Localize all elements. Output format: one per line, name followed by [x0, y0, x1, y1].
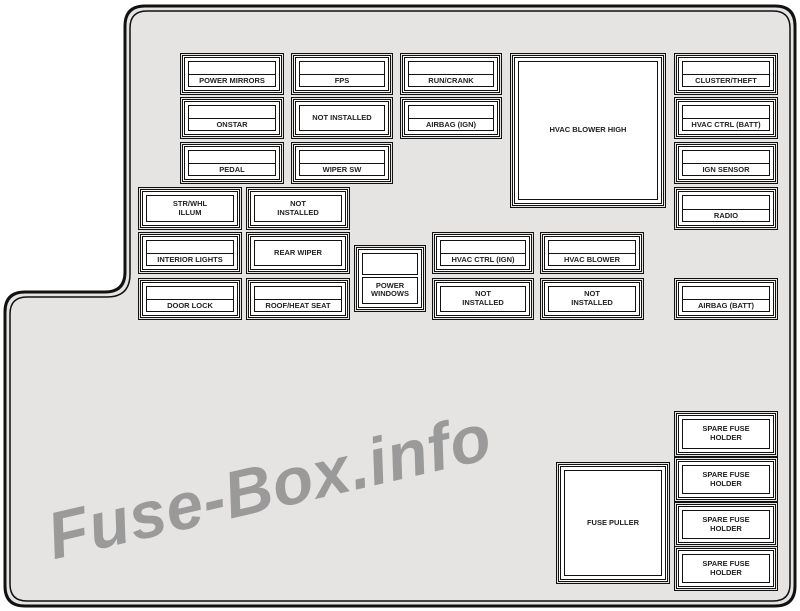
fuse-label: POWER WINDOWS	[362, 276, 418, 304]
fuse-label: DOOR LOCK	[146, 299, 234, 312]
fuse-label: REAR WIPER	[254, 240, 342, 266]
fuse-label: HVAC BLOWER	[548, 253, 636, 266]
fuse-label: AIRBAG (BATT)	[682, 299, 770, 312]
fuse-slot	[682, 195, 770, 210]
fuse-label: NOT INSTALLED	[299, 105, 385, 131]
fuse: SPARE FUSE HOLDER	[674, 546, 778, 591]
fuse-label: HVAC BLOWER HIGH	[518, 61, 658, 200]
fuse-label: NOT INSTALLED	[440, 286, 526, 312]
fuse-label: CLUSTER/THEFT	[682, 74, 770, 87]
fuse: AIRBAG (IGN)	[400, 97, 502, 139]
fuse-label: SPARE FUSE HOLDER	[682, 554, 770, 583]
fuse: HVAC BLOWER HIGH	[510, 53, 666, 208]
fuse: IGN SENSOR	[674, 142, 778, 184]
fuse-label: SPARE FUSE HOLDER	[682, 465, 770, 494]
fuse: HVAC BLOWER	[540, 232, 644, 274]
fuse: POWER WINDOWS	[354, 245, 426, 312]
fuse: STR/WHL ILLUM	[138, 187, 242, 230]
fuse-label: PEDAL	[188, 163, 276, 176]
fuse: NOT INSTALLED	[246, 187, 350, 230]
fuse-label: FUSE PULLER	[564, 470, 662, 576]
fuse-label: SPARE FUSE HOLDER	[682, 419, 770, 449]
fuse-label: AIRBAG (IGN)	[408, 118, 494, 131]
fuse: RADIO	[674, 187, 778, 230]
fuse-label: HVAC CTRL (BATT)	[682, 118, 770, 131]
fuse: NOT INSTALLED	[291, 97, 393, 139]
fuse: INTERIOR LIGHTS	[138, 232, 242, 274]
fuse-label: HVAC CTRL (IGN)	[440, 253, 526, 266]
fuse-label: NOT INSTALLED	[548, 286, 636, 312]
fuse: PEDAL	[180, 142, 284, 184]
fuse: REAR WIPER	[246, 232, 350, 274]
fuse: FUSE PULLER	[556, 462, 670, 584]
fuse: POWER MIRRORS	[180, 53, 284, 95]
fuse-label: SPARE FUSE HOLDER	[682, 510, 770, 539]
fuse: NOT INSTALLED	[540, 278, 644, 320]
fuse: SPARE FUSE HOLDER	[674, 411, 778, 457]
fuse: FPS	[291, 53, 393, 95]
fuse: CLUSTER/THEFT	[674, 53, 778, 95]
fuse-label: STR/WHL ILLUM	[146, 195, 234, 222]
fuse: SPARE FUSE HOLDER	[674, 457, 778, 502]
fuse: ONSTAR	[180, 97, 284, 139]
fuse: RUN/CRANK	[400, 53, 502, 95]
fuse-label: RADIO	[682, 208, 770, 222]
fuse-label: ROOF/HEAT SEAT	[254, 299, 342, 312]
fuse: NOT INSTALLED	[432, 278, 534, 320]
fuse-label: NOT INSTALLED	[254, 195, 342, 222]
fuse-label: ONSTAR	[188, 118, 276, 131]
fuse: HVAC CTRL (BATT)	[674, 97, 778, 139]
fuse: HVAC CTRL (IGN)	[432, 232, 534, 274]
fuse-label: IGN SENSOR	[682, 163, 770, 176]
fuse-label: POWER MIRRORS	[188, 74, 276, 87]
fuse: SPARE FUSE HOLDER	[674, 502, 778, 547]
fuse: WIPER SW	[291, 142, 393, 184]
fuse-label: WIPER SW	[299, 163, 385, 176]
fuse: AIRBAG (BATT)	[674, 278, 778, 320]
fuse-slot	[362, 253, 418, 275]
fuse: ROOF/HEAT SEAT	[246, 278, 350, 320]
fuse: DOOR LOCK	[138, 278, 242, 320]
fuse-label: INTERIOR LIGHTS	[146, 253, 234, 266]
fuse-label: FPS	[299, 74, 385, 87]
fuse-label: RUN/CRANK	[408, 74, 494, 87]
